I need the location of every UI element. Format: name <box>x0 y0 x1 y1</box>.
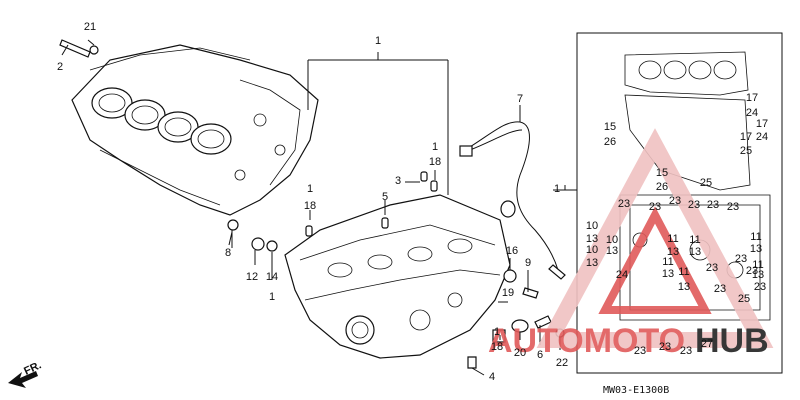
bolt-label: 26 <box>656 181 668 193</box>
watermark-brand-main: AUTOMOTO <box>488 322 685 360</box>
bolt-label: 23 <box>680 345 692 357</box>
bolt-label: 25 <box>740 145 752 157</box>
bolt-label: 23 <box>754 281 766 293</box>
bolt-label: 13 <box>667 246 679 258</box>
bolt-label: 11 <box>689 234 700 246</box>
bolt-label: 25 <box>700 177 712 189</box>
callout-label-c4: 4 <box>489 371 495 383</box>
plug-and-washer <box>227 219 278 252</box>
watermark-brand-suffix: HUB <box>695 322 769 360</box>
bolt-label: 25 <box>738 293 750 305</box>
callout-label-c3: 3 <box>395 175 401 187</box>
front-indicator-label: FR. <box>22 359 43 377</box>
bolt-label: 13 <box>586 233 598 245</box>
callout-label-c19: 19 <box>502 287 514 299</box>
bolt-label: 17 <box>746 92 758 104</box>
bolt-label: 13 <box>606 245 618 257</box>
bolt-label: 26 <box>604 136 616 148</box>
callout-label-c2: 2 <box>57 61 63 73</box>
bolt-label: 11 <box>667 233 678 245</box>
lower-crankcase <box>284 194 511 359</box>
bolt-label: 15 <box>604 121 616 133</box>
bolt-label: 23 <box>706 262 718 274</box>
bolt-label: 15 <box>656 167 668 179</box>
bolt-label: 10 <box>606 234 618 246</box>
callout-label-c1f: 1 <box>554 183 560 195</box>
leader-lines <box>61 39 561 376</box>
watermark-triangle-icon <box>536 128 774 348</box>
sensor-harness <box>459 121 566 280</box>
callout-label-c18b: 18 <box>429 156 441 168</box>
bolt-label: 23 <box>688 199 700 211</box>
callout-label-c1c: 1 <box>307 183 313 195</box>
bolt-label: 13 <box>678 281 690 293</box>
callout-label-c6: 6 <box>537 349 543 361</box>
stud-bolt <box>59 39 99 58</box>
bolt-label: 23 <box>746 265 758 277</box>
callout-label-c9: 9 <box>525 257 531 269</box>
bolt-label: 11 <box>678 266 689 278</box>
bolt-label: 23 <box>618 198 630 210</box>
callout-label-c7: 7 <box>517 93 523 105</box>
bolt-label: 23 <box>707 199 719 211</box>
callout-label-c1b: 1 <box>269 291 275 303</box>
bolt-label: 11 <box>750 231 761 243</box>
callout-label-c5: 5 <box>382 191 388 203</box>
bolt-label: 10 <box>586 220 598 232</box>
small-fittings <box>467 269 565 369</box>
dowel-pins <box>305 171 438 237</box>
callout-label-c22: 22 <box>556 357 568 369</box>
bolt-label: 13 <box>752 269 764 281</box>
bolt-label: 11 <box>752 259 763 271</box>
callout-label-c18c: 18 <box>491 341 503 353</box>
bolt-label: 23 <box>714 283 726 295</box>
bolt-label: 23 <box>649 201 661 213</box>
callout-label-c8: 8 <box>225 247 231 259</box>
inset-frame <box>553 32 783 374</box>
callout-label-c12: 12 <box>246 271 258 283</box>
bolt-label: 13 <box>689 246 701 258</box>
bolt-label: 23 <box>727 201 739 213</box>
bolt-label: 24 <box>746 107 758 119</box>
diagram-code: MW03-E1300B <box>603 385 669 396</box>
bolt-label: 24 <box>756 131 768 143</box>
callout-label-c1e: 1 <box>494 326 500 338</box>
callout-label-c14: 14 <box>266 271 278 283</box>
callout-label-c1: 1 <box>375 35 381 47</box>
front-arrow-icon: FR. <box>8 359 43 388</box>
bolt-label: 10 <box>586 244 598 256</box>
callout-label-c1d: 1 <box>432 141 438 153</box>
bolt-label: 23 <box>735 253 747 265</box>
callout-label-c21: 21 <box>84 21 96 33</box>
bolt-label: 17 <box>756 118 768 130</box>
callout-label-c18: 18 <box>304 200 316 212</box>
bolt-label: 11 <box>662 256 673 268</box>
bolt-label: 23 <box>669 195 681 207</box>
bolt-label: 13 <box>586 257 598 269</box>
bolt-label: 24 <box>616 269 628 281</box>
bolt-label: 23 <box>634 345 646 357</box>
bolt-label: 13 <box>750 243 762 255</box>
bolt-label: 23 <box>659 341 671 353</box>
watermark-triangle-inner-icon <box>598 206 712 314</box>
upper-crankcase <box>71 44 319 216</box>
bolt-label: 17 <box>740 131 752 143</box>
callout-label-c20: 20 <box>514 347 526 359</box>
bolt-label: 27 <box>701 338 713 350</box>
watermark: AUTOMOTO HUB <box>488 128 774 360</box>
bolt-label: 13 <box>662 268 674 280</box>
callout-label-c16: 16 <box>506 245 518 257</box>
